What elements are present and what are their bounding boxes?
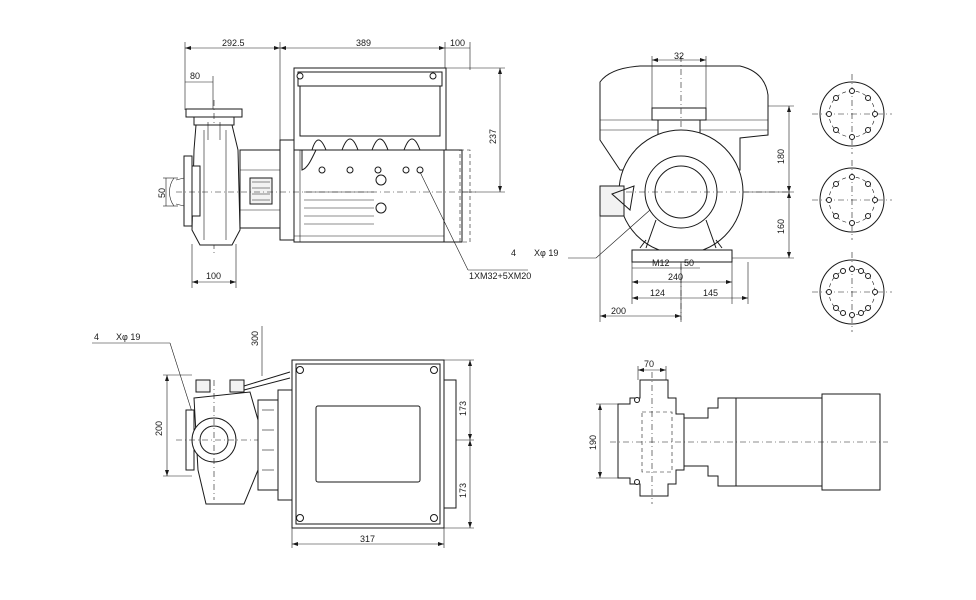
dim-160: 160 xyxy=(776,219,786,234)
dim-50-side: 50 xyxy=(157,188,167,198)
hole-count-top: 4 xyxy=(94,332,99,342)
dim-292-5: 292.5 xyxy=(222,38,245,48)
hole-symbol-top: Xφ 19 xyxy=(116,332,140,342)
dim-50-end: 50 xyxy=(684,258,694,268)
dim-100-bottom: 100 xyxy=(206,271,221,281)
flange-12-holes xyxy=(812,252,892,332)
dim-145: 145 xyxy=(703,288,718,298)
dim-173-lower: 173 xyxy=(458,483,468,498)
dim-70: 70 xyxy=(644,359,654,369)
flange-8-holes xyxy=(812,160,892,240)
end-view xyxy=(568,56,794,322)
dimension-labels: 292.5 389 100 80 237 50 100 1XM32+5XM20 … xyxy=(94,38,786,544)
dim-300: 300 xyxy=(250,331,260,346)
dim-190: 190 xyxy=(588,435,598,450)
top-view xyxy=(92,326,474,548)
dim-32: 32 xyxy=(674,51,684,61)
dim-237: 237 xyxy=(488,129,498,144)
flange-4-holes xyxy=(812,74,892,154)
dim-200-end: 200 xyxy=(611,306,626,316)
section-view xyxy=(596,366,888,504)
hole-count-end: 4 xyxy=(511,248,516,258)
dim-80: 80 xyxy=(190,71,200,81)
dim-180: 180 xyxy=(776,149,786,164)
flange-details xyxy=(812,74,892,332)
dim-317: 317 xyxy=(360,534,375,544)
dim-173-upper: 173 xyxy=(458,401,468,416)
side-view xyxy=(163,42,528,288)
dim-124: 124 xyxy=(650,288,665,298)
hole-symbol-end: Xφ 19 xyxy=(534,248,558,258)
dim-100-top: 100 xyxy=(450,38,465,48)
dim-200-top: 200 xyxy=(154,421,164,436)
dim-389: 389 xyxy=(356,38,371,48)
cable-gland-note: 1XM32+5XM20 xyxy=(469,271,531,281)
dim-m12: M12 xyxy=(652,258,670,268)
dim-240: 240 xyxy=(668,272,683,282)
